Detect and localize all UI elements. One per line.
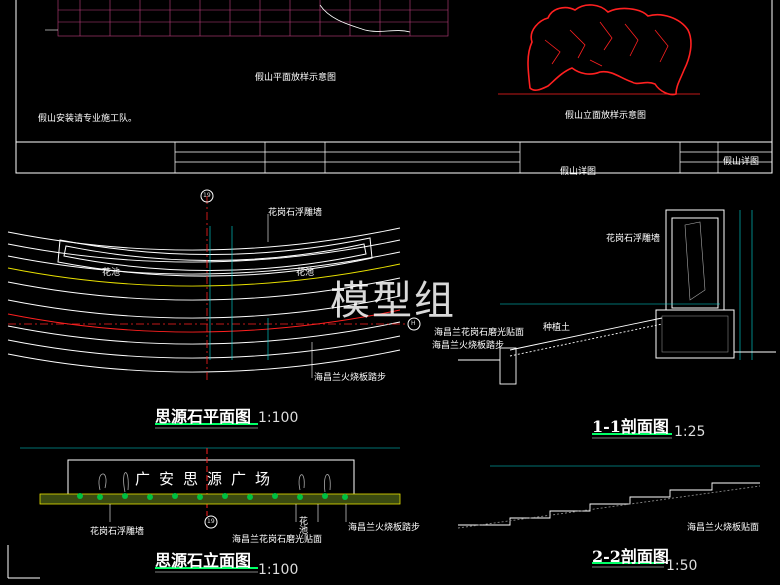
elevation-scale: 1:100 [258,562,299,578]
elevation-label-steps: 海昌兰火烧板踏步 [348,523,421,533]
plan-dimension-lines [209,226,269,360]
axis-19-bubble-elev [204,515,218,529]
rockery-plan-grid [45,0,449,37]
plan-scale: 1:100 [258,410,299,426]
section-2-title-underline [592,562,664,568]
rockery-plan-outline [319,4,411,33]
section-2-label-paving: 海昌兰火烧板贴面 [687,523,760,533]
elevation-label-wall: 花岗石浮雕墙 [90,527,145,537]
ucs-axis-icon [7,545,40,579]
section-2-scale: 1:50 [666,558,698,574]
plan-label-wall: 花岗石浮雕墙 [268,208,323,218]
rockery-install-note: 假山安装请专业施工队。 [38,114,138,124]
rockery-plan-title: 假山平面放样示意图 [255,73,337,83]
section-1-label-soil: 种植土 [543,323,571,333]
elevation-planting [77,493,348,500]
section-1-wall [655,209,735,359]
section-1-slope [458,317,776,385]
title-block-drawing-name: 假山详图 [560,167,597,177]
elevation-leaders [109,504,347,522]
section-2-steps [457,465,761,529]
rockery-elevation-outline [527,4,692,96]
elevation-label-paving: 海昌兰花岗石磨光贴面 [232,535,323,545]
plan-title-underline [155,423,258,429]
elevation-label-bed: 花池 [297,516,307,534]
plan-label-steps: 海昌兰火烧板踏步 [314,373,387,383]
title-block [174,141,773,174]
elevation-title: 思源石立面图 [155,551,252,570]
rockery-elevation-hatching [544,21,669,67]
section-1-label-wall: 花岗石浮雕墙 [606,234,661,244]
rockery-elev-title: 假山立面放样示意图 [565,111,647,121]
section-1-dimensions [500,210,753,360]
section-1-label-paving-1: 海昌兰花岗石磨光贴面 [434,328,525,338]
section-1-title: 1-1剖面图 [592,417,669,436]
plan-planter-outline [57,237,373,277]
top-sheet-frame [15,0,773,174]
section-1-title-underline [592,433,672,439]
plan-label-bed-left: 花池 [102,268,121,278]
title-block-sheet-code: 假山详图 [723,157,760,167]
plan-title: 思源石平面图 [155,407,252,426]
elevation-base-band [39,493,401,505]
section-1-scale: 1:25 [674,424,706,440]
elevation-title-underline [155,567,258,573]
elevation-banner-text: 广安思源广场 [135,470,280,488]
section-1-label-paving-2: 海昌兰火烧板踏步 [432,341,505,351]
section-2-title: 2-2剖面图 [592,547,669,566]
elevation-relief-strokes [98,472,331,493]
axis-H-label: H [411,320,416,327]
axis-19-bubble-plan [200,189,214,203]
axis-H-bubble [407,317,421,331]
watermark: 模型组 [330,278,456,324]
plan-label-bed-right: 花池 [296,268,315,278]
axis-19-label-elev: 19 [207,518,215,525]
plan-curved-bands [7,227,401,373]
axis-19-label-plan: 19 [203,192,211,199]
